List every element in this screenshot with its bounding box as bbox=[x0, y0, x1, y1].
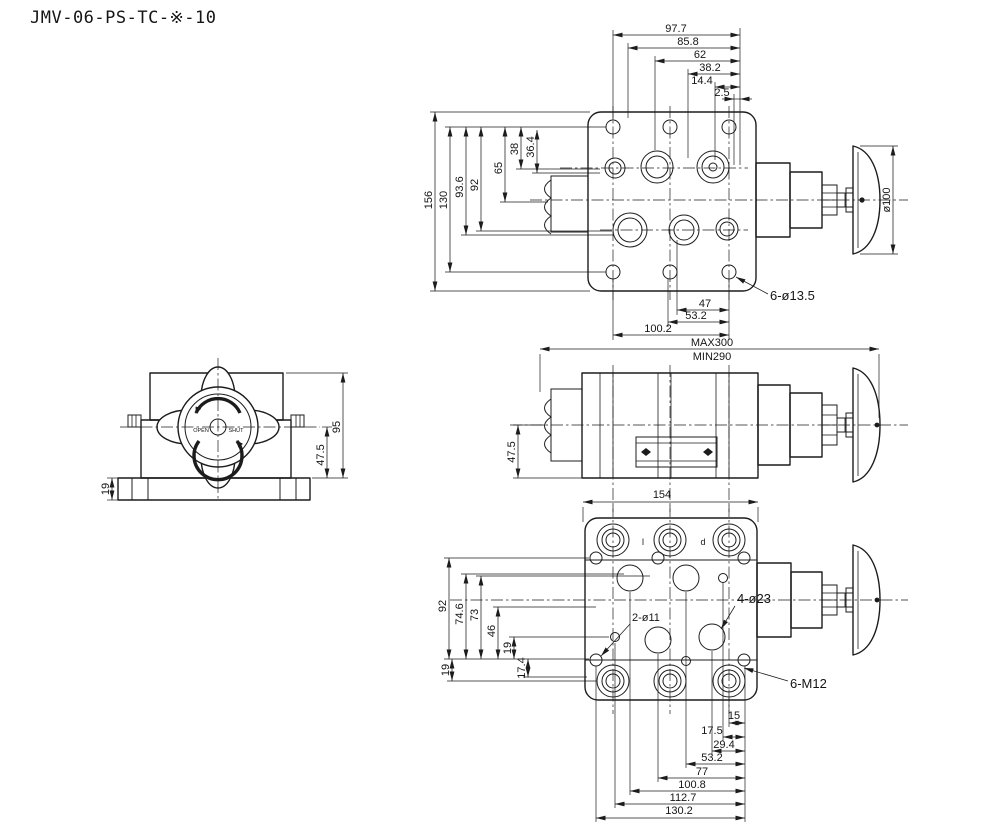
dim-bv-73: 73 bbox=[469, 609, 481, 621]
dim-bv-130-2: 130.2 bbox=[665, 805, 693, 817]
dim-bv-112-7: 112.7 bbox=[670, 792, 697, 804]
dim-92: 92 bbox=[469, 179, 481, 191]
dim-bv-77: 77 bbox=[696, 766, 708, 778]
top-view-mount-holes bbox=[605, 119, 737, 280]
dim-bv-19: 19 bbox=[502, 642, 514, 654]
dim-38: 38 bbox=[509, 143, 521, 155]
dim-62: 62 bbox=[694, 49, 706, 61]
handwheel-shut-arrow bbox=[192, 439, 244, 482]
callout-2-d11: 2-ø11 bbox=[632, 612, 660, 624]
dim-bv-17-4: 17.4 bbox=[516, 657, 528, 678]
handwheel-open-label: OPEN bbox=[193, 428, 209, 434]
dim-85-8: 85.8 bbox=[677, 36, 698, 48]
dim-38-2: 38.2 bbox=[699, 62, 720, 74]
dim-bv-46: 46 bbox=[486, 625, 498, 637]
top-view-cap-bellows bbox=[544, 179, 552, 235]
dim-bv-15: 15 bbox=[728, 710, 740, 722]
side-view-nameplate bbox=[635, 436, 718, 468]
dim-65: 65 bbox=[493, 162, 505, 174]
port-label-2: d bbox=[700, 537, 705, 547]
dim-bv-53-2: 53.2 bbox=[701, 752, 722, 764]
callout-6-d13-5: 6-ø13.5 bbox=[770, 288, 815, 303]
dim-bv-154: 154 bbox=[653, 489, 671, 501]
dim-156: 156 bbox=[423, 191, 435, 209]
handwheel-open-arrow bbox=[194, 396, 242, 414]
dim-hw-dia: ø100 bbox=[881, 187, 893, 212]
dim-sv-47-5: 47.5 bbox=[506, 441, 518, 462]
bottom-view-body bbox=[584, 517, 758, 701]
handwheel-shut-label: SHUT bbox=[229, 428, 245, 434]
dim-min290: MIN290 bbox=[693, 351, 732, 363]
top-view-dimensions: 97.7 85.8 62 38.2 14.4 2.5 156 130 93.6 … bbox=[423, 23, 898, 340]
bottom-view-ports bbox=[616, 564, 726, 654]
dim-max300: MAX300 bbox=[691, 337, 733, 349]
top-view-body bbox=[587, 111, 757, 292]
side-view-cap-bellows bbox=[544, 398, 552, 454]
callout-6-m12: 6-M12 bbox=[790, 676, 827, 691]
dim-47: 47 bbox=[699, 298, 711, 310]
dim-100-2: 100.2 bbox=[644, 323, 672, 335]
dim-2-5: 2.5 bbox=[714, 87, 729, 99]
side-view: MAX300 MIN290 47.5 bbox=[506, 337, 908, 512]
port-label-1: l bbox=[642, 537, 644, 547]
bottom-view: 154 l d bbox=[450, 489, 908, 714]
dim-bv-74-6: 74.6 bbox=[454, 603, 466, 624]
dim-bv-base-19: 19 bbox=[440, 664, 452, 676]
drawing-title: JMV-06-PS-TC-※-10 bbox=[30, 8, 217, 28]
dim-bv-100-8: 100.8 bbox=[678, 779, 706, 791]
front-view: OPEN SHUT 95 47.5 19 bbox=[100, 358, 348, 501]
dim-36-4: 36.4 bbox=[525, 136, 537, 157]
dim-fv-19: 19 bbox=[100, 483, 112, 495]
dim-bv-92: 92 bbox=[437, 600, 449, 612]
dim-97-7: 97.7 bbox=[665, 23, 686, 35]
dim-130: 130 bbox=[438, 191, 450, 209]
dim-fv-95: 95 bbox=[331, 421, 343, 433]
top-view bbox=[530, 106, 908, 300]
dim-93-6: 93.6 bbox=[454, 176, 466, 197]
dim-53-2: 53.2 bbox=[685, 310, 706, 322]
top-view-ports bbox=[604, 150, 739, 248]
callout-4-d23: 4-ø23 bbox=[737, 591, 771, 606]
dim-fv-47-5: 47.5 bbox=[315, 444, 327, 465]
bottom-view-handwheel bbox=[852, 544, 881, 656]
bottom-view-dimensions: 92 74.6 73 46 19 19 17.4 15 17.5 29.4 53… bbox=[437, 557, 746, 822]
dim-bv-29-4: 29.4 bbox=[713, 739, 734, 751]
top-view-left-cap bbox=[550, 175, 589, 233]
dim-bv-17-5: 17.5 bbox=[701, 725, 722, 737]
dim-14-4: 14.4 bbox=[691, 75, 712, 87]
